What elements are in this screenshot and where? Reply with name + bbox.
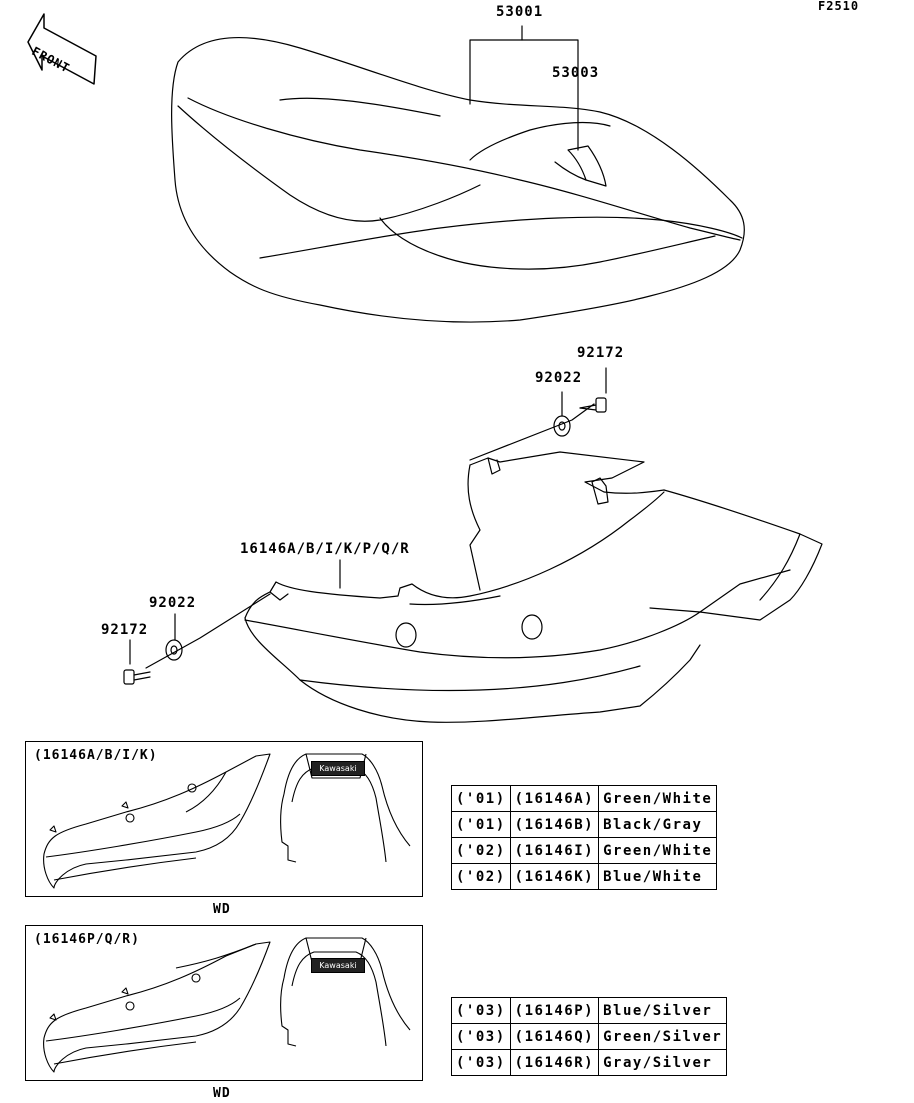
washer-icon-top [554, 416, 570, 436]
part-cell: (16146B) [509, 811, 600, 838]
color-cell: Blue/Silver [598, 997, 728, 1024]
part-cell: (16146Q) [509, 1023, 600, 1050]
part-label-washer-top: 92022 [535, 370, 583, 386]
year-cell: ('01) [451, 785, 511, 812]
leader-53001 [470, 40, 578, 150]
detail-panel-title: (16146A/B/I/K) [34, 748, 158, 763]
table-row: ('01) (16146B) Black/Gray [451, 811, 718, 838]
color-cell: Blue/White [598, 863, 718, 890]
leader-top-fasteners [470, 404, 594, 460]
part-label-bolt-top: 92172 [577, 345, 625, 361]
variant-table-1: ('01) (16146A) Green/White ('01) (16146B… [451, 785, 718, 890]
year-cell: ('03) [451, 1023, 511, 1050]
part-label-bolt-left: 92172 [101, 622, 149, 638]
year-cell: ('03) [451, 997, 511, 1024]
color-cell: Green/White [598, 785, 718, 812]
bolt-icon-top [580, 398, 606, 412]
part-cell: (16146A) [509, 785, 600, 812]
bolt-icon-left [124, 670, 150, 684]
table-row: ('01) (16146A) Green/White [451, 785, 718, 812]
detail-panel-1: (16146A/B/I/K) Kawasaki [25, 741, 423, 897]
part-cell: (16146R) [509, 1049, 600, 1076]
variant-table-2: ('03) (16146P) Blue/Silver ('03) (16146Q… [451, 997, 728, 1076]
detail-footnote-2: WD [213, 1086, 231, 1101]
year-cell: ('01) [451, 811, 511, 838]
part-label-washer-left: 92022 [149, 595, 197, 611]
leader-left-fasteners [146, 594, 270, 668]
side-cover-detail-drawing [43, 937, 411, 1073]
emblem-logo: Kawasaki [311, 761, 365, 776]
detail-footnote-1: WD [213, 902, 231, 917]
table-row: ('03) (16146Q) Green/Silver [451, 1023, 728, 1050]
table-row: ('02) (16146I) Green/White [451, 837, 718, 864]
color-cell: Green/White [598, 837, 718, 864]
year-cell: ('03) [451, 1049, 511, 1076]
detail-panel-title: (16146P/Q/R) [34, 932, 140, 947]
color-cell: Green/Silver [598, 1023, 728, 1050]
front-direction-arrow-icon [28, 14, 96, 84]
figure-code: F2510 [818, 0, 860, 13]
detail-panel-2: (16146P/Q/R) Kawasaki [25, 925, 423, 1081]
color-cell: Black/Gray [598, 811, 718, 838]
year-cell: ('02) [451, 837, 511, 864]
seat-drawing [172, 38, 745, 322]
part-cell: (16146I) [509, 837, 600, 864]
part-label-seat-sub: 53003 [552, 65, 600, 81]
table-row: ('02) (16146K) Blue/White [451, 863, 718, 890]
table-row: ('03) (16146R) Gray/Silver [451, 1049, 728, 1076]
color-cell: Gray/Silver [598, 1049, 728, 1076]
washer-icon-left [166, 640, 182, 660]
table-row: ('03) (16146P) Blue/Silver [451, 997, 728, 1024]
year-cell: ('02) [451, 863, 511, 890]
part-label-side-cover: 16146A/B/I/K/P/Q/R [240, 541, 410, 557]
side-cover-drawing [245, 452, 822, 722]
part-label-seat: 53001 [496, 4, 544, 20]
emblem-logo: Kawasaki [311, 958, 365, 973]
side-cover-detail-drawing [43, 753, 411, 889]
part-cell: (16146P) [509, 997, 600, 1024]
part-cell: (16146K) [509, 863, 600, 890]
